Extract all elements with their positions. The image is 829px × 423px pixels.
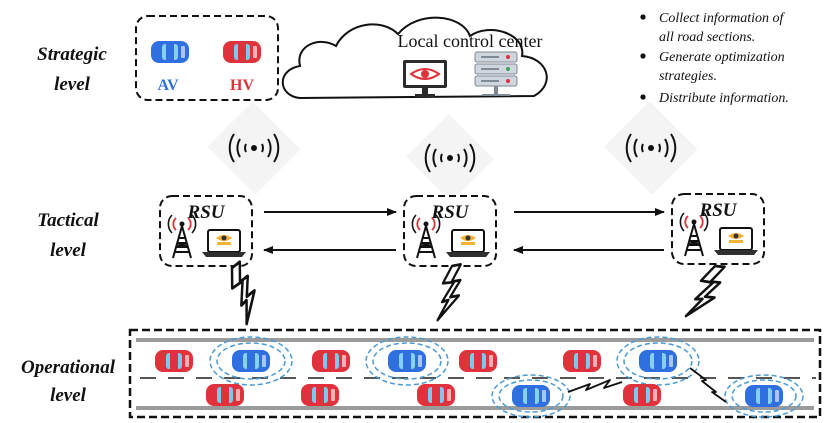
vehicle-legend: AV HV xyxy=(135,15,279,101)
legend-hv-label: HV xyxy=(230,77,254,94)
legend-box xyxy=(135,15,279,101)
rsu-unit-3: RSU xyxy=(671,193,765,265)
av-car-highlighted xyxy=(724,374,804,418)
server-rack-icon xyxy=(474,51,518,96)
operational-level-line1: Operational xyxy=(21,357,116,378)
tactical-level-line2: level xyxy=(50,240,87,261)
laptop-icon xyxy=(201,229,247,258)
laptop-icon xyxy=(713,227,759,256)
hv-car xyxy=(312,350,350,372)
rsu-unit-1: RSU xyxy=(159,195,253,267)
hv-car xyxy=(206,384,244,406)
v2v-lightning-icon xyxy=(689,367,727,403)
av-car-icon xyxy=(151,41,189,63)
rsu-label: RSU xyxy=(187,202,226,223)
v2v-lightning-icon xyxy=(567,379,623,393)
bullet-2-line1: Generate optimization xyxy=(659,50,785,65)
strategic-level-line2: level xyxy=(54,74,91,95)
operational-level-line2: level xyxy=(50,385,87,406)
av-car-highlighted xyxy=(491,374,571,418)
bullet-1-line1: Collect information of xyxy=(659,11,786,26)
lightning-bolt-icon xyxy=(223,258,266,326)
hv-car xyxy=(623,384,661,406)
rsu-communication-arrows xyxy=(263,208,665,254)
road-boundary xyxy=(128,328,822,419)
road-edge-bottom xyxy=(136,406,814,410)
av-car-highlighted xyxy=(616,336,700,386)
bullet-3-line1: Distribute information. xyxy=(658,91,789,106)
hv-car xyxy=(301,384,339,406)
lightning-bolt-icon xyxy=(435,260,466,325)
laptop-icon xyxy=(445,229,491,258)
av-car-highlighted xyxy=(365,336,449,386)
hv-car xyxy=(459,350,497,372)
wireless-signal-icon xyxy=(604,101,698,195)
operational-level-label: Operational level xyxy=(21,357,116,406)
strategic-level-line1: Strategic xyxy=(37,44,107,65)
hv-car-icon xyxy=(223,41,261,63)
rsu-unit-2: RSU xyxy=(403,195,497,267)
rsu-label: RSU xyxy=(699,200,738,221)
bullet-1-line2: all road sections. xyxy=(659,30,755,45)
strategic-level-label: Strategic level xyxy=(37,44,107,95)
hv-car xyxy=(417,384,455,406)
legend-av-label: AV xyxy=(157,77,178,94)
road-edge-top xyxy=(136,338,814,342)
control-center-label: Local control center xyxy=(398,31,543,51)
av-car-highlighted xyxy=(209,336,293,386)
hv-car xyxy=(155,350,193,372)
wireless-signal-icon xyxy=(207,101,301,195)
control-center-tasks: Collect information of all road sections… xyxy=(640,11,789,106)
tactical-level-label: Tactical level xyxy=(37,210,99,261)
lightning-bolt-icon xyxy=(683,258,730,326)
road xyxy=(128,328,822,419)
wireless-signal-icon xyxy=(406,114,494,202)
bullet-2-line2: strategies. xyxy=(659,69,717,84)
hv-car xyxy=(563,350,601,372)
monitor-eye-icon xyxy=(403,60,447,97)
local-control-center-cloud: Local control center xyxy=(281,16,548,100)
tactical-level-line1: Tactical xyxy=(37,210,99,231)
rsu-label: RSU xyxy=(431,202,470,223)
